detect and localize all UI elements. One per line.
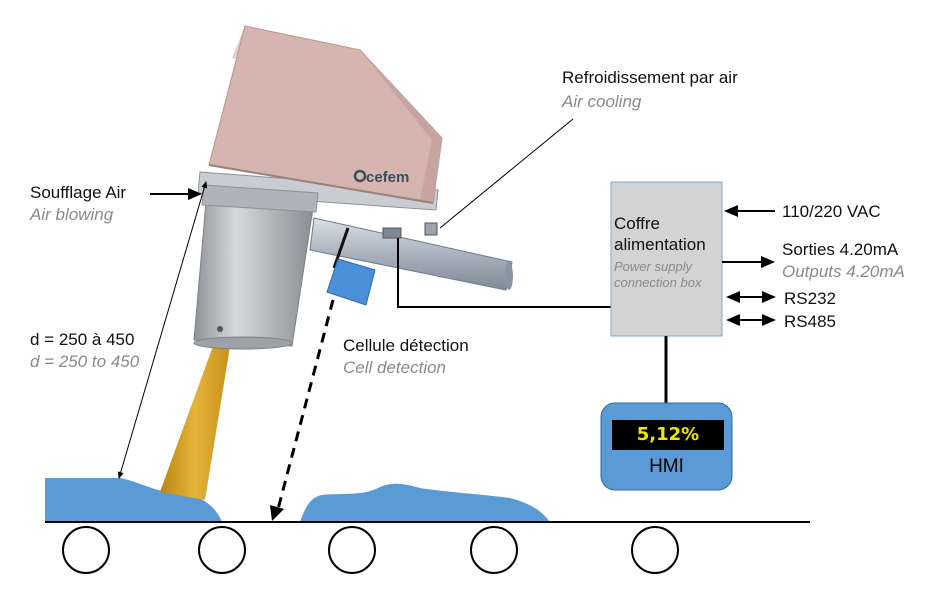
label-cell-detection-en: Cell detection xyxy=(343,358,447,377)
roller xyxy=(470,526,518,574)
roller xyxy=(198,526,246,574)
cefem-logo-icon xyxy=(353,169,367,183)
power-supply-box xyxy=(610,181,723,337)
cell-bracket xyxy=(332,227,350,269)
measurement-beam xyxy=(160,346,230,500)
distance-arrow xyxy=(117,181,208,479)
cylinder-bottom xyxy=(193,336,293,350)
product-right xyxy=(300,483,550,522)
tube-end xyxy=(505,262,513,290)
label-air-cooling-en: Air cooling xyxy=(562,92,642,111)
detection-arrow xyxy=(275,299,335,514)
conveyor-rollers xyxy=(62,526,679,574)
sensor-cylinder xyxy=(193,201,314,347)
label-outputs: Sorties 4.20mA xyxy=(782,240,899,259)
label-distance-en: d = 250 to 450 xyxy=(30,352,140,371)
power-cable xyxy=(397,238,611,308)
hmi-label: HMI xyxy=(649,456,684,477)
cefem-logo-text: cefem xyxy=(366,169,410,186)
label-cell-detection: Cellule détection xyxy=(343,336,469,355)
detection-cell xyxy=(326,258,376,306)
detection-arrowhead xyxy=(270,505,284,521)
housing-edge xyxy=(208,164,434,204)
label-power-box: Coffre alimentation xyxy=(614,214,706,254)
roller xyxy=(328,526,376,574)
tube-fitting xyxy=(424,222,438,236)
air-cooling-leader xyxy=(439,118,574,229)
cooling-tube xyxy=(309,217,513,291)
label-voltage: 110/220 VAC xyxy=(782,202,881,221)
roller xyxy=(631,526,679,574)
product-left xyxy=(45,478,222,522)
label-air-blowing: Soufflage Air xyxy=(30,183,127,202)
label-outputs-en: Outputs 4.20mA xyxy=(782,262,905,281)
label-rs485: RS485 xyxy=(784,312,836,331)
label-power-box-en: Power supply connection box xyxy=(614,259,702,290)
label-distance: d = 250 à 450 xyxy=(30,330,135,349)
label-air-blowing-en: Air blowing xyxy=(30,205,114,224)
tube-connector xyxy=(382,227,402,239)
label-rs232: RS232 xyxy=(784,289,836,308)
label-air-cooling: Refroidissement par air xyxy=(562,68,738,87)
cylinder-screw xyxy=(217,326,223,332)
roller xyxy=(62,526,110,574)
housing-side xyxy=(360,50,442,203)
hmi-display-value: 5,12% xyxy=(612,420,724,450)
